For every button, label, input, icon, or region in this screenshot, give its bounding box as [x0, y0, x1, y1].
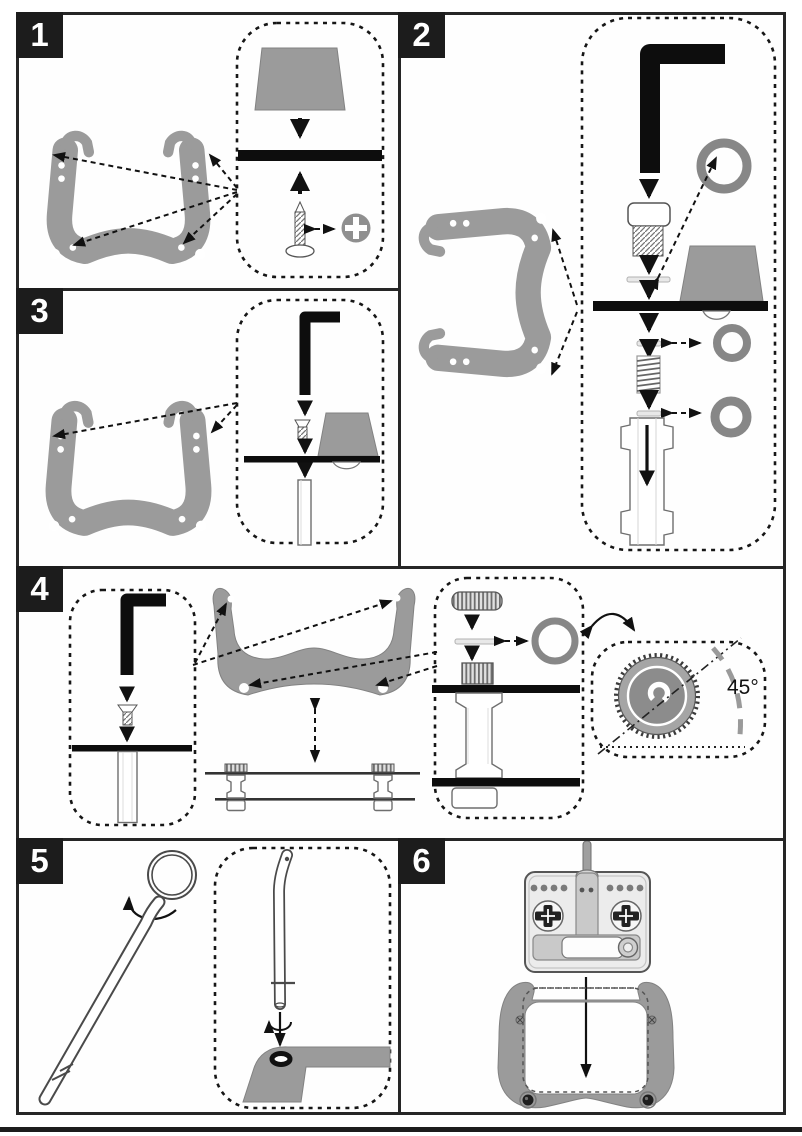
rubber-foot-icon [317, 412, 379, 457]
detail-callout-box-right [433, 576, 585, 820]
rotate-swing-arrow [579, 612, 636, 639]
right-gimbal-stick [610, 900, 642, 932]
divider-step4-top [16, 566, 786, 569]
tray-floor-bar [593, 301, 768, 311]
upper-plate-bar [432, 685, 580, 693]
thumb-nut-icon [451, 591, 503, 611]
twist-arrow [263, 1020, 292, 1034]
step-number: 4 [30, 570, 49, 607]
rc-transmitter-icon [524, 840, 651, 973]
mounting-tray-icon [50, 136, 206, 259]
spacer-post-icon [455, 692, 503, 779]
step-3-badge: 3 [16, 288, 63, 334]
support-rod-icon [271, 849, 295, 1010]
washer-icon [626, 276, 671, 283]
angle-annotation: 45° [597, 637, 759, 755]
tray-recess-outline [522, 987, 649, 1093]
rubber-foot-icon [254, 47, 346, 111]
step-4-badge: 4 [16, 566, 63, 612]
step-3-panel [16, 298, 385, 546]
step-5-panel [38, 846, 392, 1110]
mounting-tray-icon [424, 213, 547, 374]
bottom-screw-right [639, 1091, 657, 1109]
divider-vertical-bottom [398, 838, 401, 1115]
step-5-badge: 5 [16, 838, 63, 884]
step-1-panel [16, 21, 385, 279]
rail-cross-section [205, 763, 420, 812]
hole-pointer-arrows [52, 151, 238, 247]
neck-strap-ring-icon [147, 850, 197, 900]
allen-key-icon [120, 593, 166, 675]
support-rod-icon [38, 895, 166, 1106]
washer-icon [636, 340, 662, 347]
tray-floor-bar [244, 456, 380, 463]
countersunk-screw-icon [294, 419, 311, 440]
o-ring-icon [710, 396, 752, 438]
step-4-panel: 45° [68, 576, 767, 827]
detail-callout-box [213, 846, 392, 1110]
step-number: 5 [30, 842, 49, 879]
step-number: 3 [30, 292, 49, 329]
mounting-tray-icon [49, 406, 207, 531]
tray-floor-bar [238, 150, 382, 161]
bottom-screw-left [519, 1091, 537, 1109]
foot-dome [331, 461, 362, 470]
hole-pointer-arrows [52, 402, 238, 440]
socket-bolt-icon [627, 202, 671, 257]
knurled-nut-icon [461, 662, 494, 685]
switch-dots [530, 884, 644, 892]
allen-key-icon [640, 44, 725, 173]
allen-key-icon [299, 311, 340, 395]
countersunk-screw-icon [117, 704, 138, 726]
step-2-badge: 2 [398, 12, 445, 58]
left-gimbal-stick [532, 900, 564, 932]
side-screw-left [515, 1015, 525, 1025]
self-tapping-screw-icon [285, 200, 315, 258]
side-screw-right [647, 1015, 657, 1025]
detail-callout-box-left [68, 588, 197, 827]
support-bracket-icon [212, 588, 416, 696]
lcd-screen [561, 936, 624, 959]
assembled-tray-icon [497, 981, 675, 1109]
o-ring-icon [713, 324, 751, 362]
detail-callout-box [235, 21, 385, 279]
spacer-tube-icon [117, 750, 138, 824]
angle-callout-box [590, 640, 767, 759]
lower-plate-bar [432, 778, 580, 787]
rubber-foot-icon [679, 245, 764, 302]
tray-corner-socket [242, 1046, 391, 1103]
lock-nut-icon [451, 787, 498, 809]
step-2-panel [400, 16, 777, 552]
tray-floor-bar [72, 745, 192, 752]
knurled-knob-icon [614, 653, 700, 739]
step-1-badge: 1 [16, 12, 63, 58]
step-6-badge: 6 [398, 838, 445, 884]
step-number: 2 [412, 16, 431, 53]
phillips-head-icon [341, 213, 371, 243]
oring-pointer [648, 156, 717, 291]
step-number: 6 [412, 842, 431, 879]
washer-icon [454, 638, 498, 645]
page-footer-rule [0, 1127, 802, 1132]
detail-callout-box [580, 16, 777, 552]
angle-label: 45° [727, 676, 759, 699]
hole-pointer-arrows [551, 228, 578, 376]
spring-icon [636, 355, 661, 394]
hole-pointer-arrows [192, 599, 438, 689]
step-number: 1 [30, 16, 49, 53]
dial-knob [617, 937, 639, 958]
foot-dome [701, 310, 732, 320]
step-6-panel [497, 840, 675, 1109]
spacer-tube-icon [297, 479, 312, 546]
washer-icon [636, 410, 662, 417]
divider-step1-step3 [16, 288, 400, 291]
o-ring-icon [531, 617, 579, 665]
o-ring-icon [696, 138, 752, 194]
